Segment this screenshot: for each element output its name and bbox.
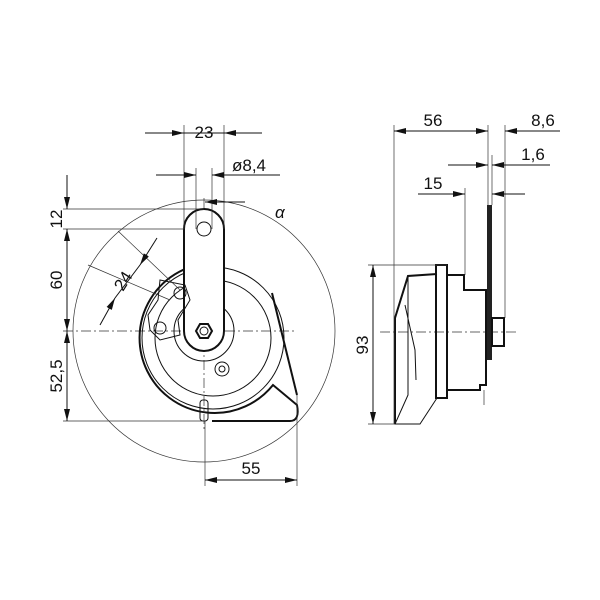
dim-23: 23 <box>195 123 214 142</box>
dim-diameter-8-4: ø8,4 <box>232 156 266 175</box>
dim-12: 12 <box>47 210 66 229</box>
dim-60: 60 <box>47 271 66 290</box>
dim-24: 24 <box>110 268 136 294</box>
vent-hole <box>214 361 230 377</box>
dim-55: 55 <box>242 459 261 478</box>
side-bracket-plate <box>487 205 492 360</box>
mounting-hole <box>196 221 212 237</box>
horn-body-outline <box>138 262 299 422</box>
hex-nut <box>194 323 214 339</box>
dim-1-6: 1,6 <box>521 145 545 164</box>
dim-15: 15 <box>424 174 443 193</box>
side-view: 56 8,6 1,6 15 93 <box>353 111 560 425</box>
angle-alpha: α <box>275 203 286 222</box>
terminal-lower <box>153 321 167 335</box>
front-view: 12 60 52,5 23 ø8,4 α 24 55 <box>47 123 336 486</box>
terminal-upper <box>173 286 187 300</box>
dim-52-5: 52,5 <box>47 359 66 392</box>
side-cone-rib <box>404 304 417 381</box>
horn-body-wedge <box>271 292 298 396</box>
side-front-cone <box>394 273 438 424</box>
side-body <box>447 274 487 391</box>
nut-bore <box>199 326 209 336</box>
mounting-bracket <box>183 208 225 352</box>
dim-93: 93 <box>353 336 372 355</box>
side-flange <box>435 264 448 399</box>
side-nut <box>491 317 505 347</box>
dim-56: 56 <box>424 111 443 130</box>
vent-hole-inner <box>218 365 226 373</box>
dim-8-6: 8,6 <box>531 111 555 130</box>
terminal-block <box>147 279 191 341</box>
